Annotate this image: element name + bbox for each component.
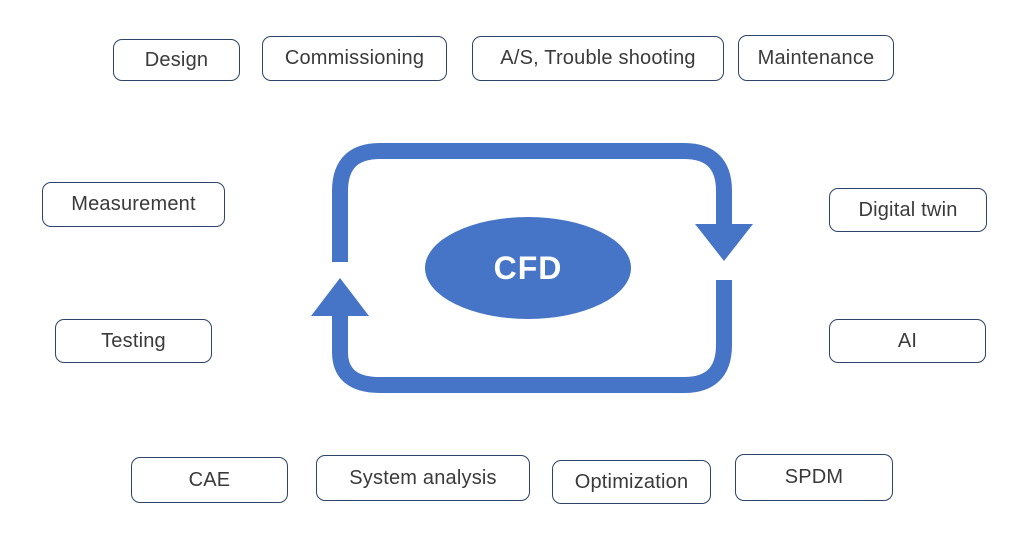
node-measurement: Measurement [42, 182, 225, 227]
cycle-arrow-up-head-icon [311, 278, 369, 316]
node-cae: CAE [131, 457, 288, 503]
node-system-analysis: System analysis [316, 455, 530, 501]
node-digital-twin: Digital twin [829, 188, 987, 232]
cycle-arrow-top-shaft [332, 143, 732, 262]
center-label-cfd: CFD [493, 249, 563, 286]
node-commissioning: Commissioning [262, 36, 447, 81]
node-design: Design [113, 39, 240, 81]
node-optimization: Optimization [552, 460, 711, 504]
node-ai: AI [829, 319, 986, 363]
node-as-troubleshooting: A/S, Trouble shooting [472, 36, 724, 81]
cycle-arrow-down-head-icon [695, 224, 753, 261]
node-maintenance: Maintenance [738, 35, 894, 81]
cycle-arrow-bottom-shaft [332, 280, 732, 393]
node-spdm: SPDM [735, 454, 893, 501]
node-testing: Testing [55, 319, 212, 363]
cfd-ellipse [425, 217, 631, 319]
